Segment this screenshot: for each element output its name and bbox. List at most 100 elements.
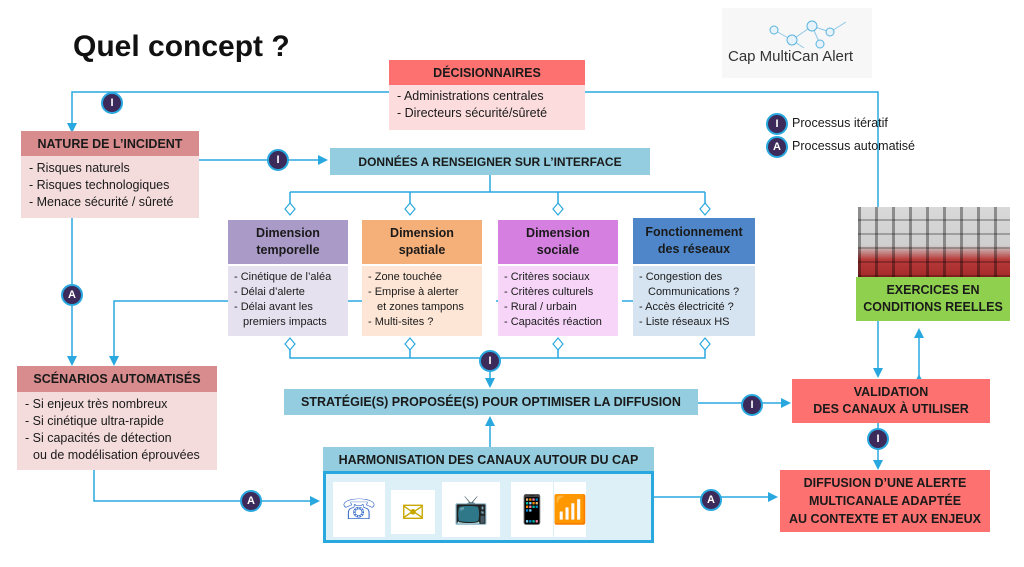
decisionnaires-header: DÉCISIONNAIRES [389, 60, 585, 85]
list-item: - Congestion des [639, 271, 723, 283]
list-item: et zones tampons [377, 301, 464, 313]
dimension-sociale-box: Dimension sociale - Critères sociaux - C… [498, 220, 618, 336]
line-decision-to-nature [67, 91, 389, 133]
iterative-badge-icon: I [479, 350, 501, 372]
channels-panel: ☏ ✉ 📺 📱 📶 [323, 471, 654, 543]
header-line: AU CONTEXTE ET AUX ENJEUX [789, 512, 981, 526]
header-line: temporelle [256, 243, 320, 257]
automated-badge-icon: A [766, 136, 788, 158]
scenarios-box: SCÉNARIOS AUTOMATISÉS - Si enjeux très n… [17, 366, 217, 470]
iterative-badge-icon: I [867, 428, 889, 450]
list-item: - Risques naturels [29, 161, 130, 175]
page-title: Quel concept ? [73, 30, 290, 63]
iterative-badge-icon: I [101, 92, 123, 114]
nature-incident-header: NATURE DE L’INCIDENT [21, 131, 199, 156]
validation-box: VALIDATION DES CANAUX À UTILISER [792, 379, 990, 423]
diamond-connector [284, 337, 296, 351]
list-item: - Si enjeux très nombreux [25, 397, 168, 411]
legend-iterative-label: Processus itératif [792, 116, 888, 130]
list-item: - Délai d’alerte [234, 286, 305, 298]
legend-automated-label: Processus automatisé [792, 139, 915, 153]
line-donnees-to-dims [289, 175, 706, 207]
automated-badge-icon: A [61, 284, 83, 306]
header-line: EXERCICES EN [886, 283, 980, 297]
header-line: CONDITIONS REELLES [863, 300, 1003, 314]
line-scenarios-to-harmonisation [93, 470, 320, 506]
nature-incident-list: - Risques naturels - Risques technologiq… [21, 156, 199, 218]
list-item: - Critères culturels [504, 286, 594, 298]
dimension-header: Dimension spatiale [362, 220, 482, 264]
list-item: - Rural / urbain [504, 301, 577, 313]
scenarios-header: SCÉNARIOS AUTOMATISÉS [17, 366, 217, 392]
list-item: - Si capacités de détection [25, 431, 172, 445]
automated-badge-icon: A [700, 489, 722, 511]
dimension-list: - Critères sociaux - Critères culturels … [498, 266, 618, 336]
header-line: DIFFUSION D’UNE ALERTE [803, 476, 967, 490]
phone-handset-icon: ☏ [333, 482, 385, 537]
iterative-badge-icon: I [267, 149, 289, 171]
list-item: - Zone touchée [368, 271, 442, 283]
scenarios-list: - Si enjeux très nombreux - Si cinétique… [17, 392, 217, 470]
harmonisation-header: HARMONISATION DES CANAUX AUTOUR DU CAP [323, 447, 654, 473]
header-line: MULTICANALE ADAPTÉE [808, 494, 962, 508]
fonctionnement-reseaux-box: Fonctionnement des réseaux - Congestion … [633, 218, 755, 336]
wifi-access-point-icon: 📶 [553, 482, 587, 537]
diffusion-box: DIFFUSION D’UNE ALERTE MULTICANALE ADAPT… [780, 470, 990, 532]
list-item: - Multi-sites ? [368, 316, 434, 328]
dimension-header: Dimension temporelle [228, 220, 348, 264]
header-line: sociale [536, 243, 580, 257]
iterative-badge-icon: I [741, 394, 763, 416]
list-item: ou de modélisation éprouvées [33, 448, 200, 462]
header-line: des réseaux [657, 242, 731, 256]
automated-badge-icon: A [240, 490, 262, 512]
tv-radio-icon: 📺 [442, 482, 500, 537]
decisionnaires-list: - Administrations centrales - Directeurs… [389, 85, 585, 130]
list-item: Communications ? [648, 286, 740, 298]
diamond-connector [552, 202, 564, 216]
header-line: VALIDATION [853, 385, 929, 399]
header-line: Dimension [256, 226, 320, 240]
iterative-badge-icon: I [766, 113, 788, 135]
list-item: - Menace sécurité / sûreté [29, 195, 174, 209]
header-line: Fonctionnement [645, 225, 743, 239]
line-decision-to-exercices [585, 91, 879, 207]
exercices-header: EXERCICES EN CONDITIONS REELLES [856, 277, 1010, 321]
network-logo-icon [769, 20, 847, 49]
dimension-header: Fonctionnement des réseaux [633, 218, 755, 264]
header-line: Dimension [390, 226, 454, 240]
dimension-temporelle-box: Dimension temporelle - Cinétique de l’al… [228, 220, 348, 336]
nature-incident-box: NATURE DE L’INCIDENT - Risques naturels … [21, 131, 199, 218]
dimension-spatiale-box: Dimension spatiale - Zone touchée - Empr… [362, 220, 482, 336]
cap-multican-alert-logo: Cap MultiCan Alert [722, 8, 872, 78]
list-item: - Liste réseaux HS [639, 316, 730, 328]
list-item: - Délai avant les [234, 301, 313, 313]
diamond-connector [699, 202, 711, 216]
envelope-icon: ✉ [391, 490, 435, 534]
diamond-connector [404, 202, 416, 216]
dimension-list: - Congestion des Communications ? - Accè… [633, 266, 755, 336]
diamond-connector [284, 202, 296, 216]
header-line: DES CANAUX À UTILISER [813, 402, 969, 416]
diamond-connector [699, 337, 711, 351]
list-item: - Capacités réaction [504, 316, 602, 328]
diamond-connector [404, 337, 416, 351]
line-dim-to-scenarios [109, 300, 228, 366]
list-item: - Risques technologiques [29, 178, 170, 192]
list-item: - Si cinétique ultra-rapide [25, 414, 164, 428]
diamond-connector [552, 337, 564, 351]
list-item: - Emprise à alerter [368, 286, 459, 298]
logo-text: Cap MultiCan Alert [728, 48, 854, 65]
decisionnaires-box: DÉCISIONNAIRES - Administrations central… [389, 60, 585, 130]
strategie-header: STRATÉGIE(S) PROPOSÉE(S) POUR OPTIMISER … [284, 389, 698, 415]
smartphone-wireless-icon: 📱 [511, 482, 553, 537]
dimension-header: Dimension sociale [498, 220, 618, 264]
exercise-crowd-photo [858, 207, 1010, 277]
list-item: premiers impacts [243, 316, 327, 328]
dimension-list: - Zone touchée - Emprise à alerter et zo… [362, 266, 482, 336]
header-line: Dimension [526, 226, 590, 240]
list-item: - Administrations centrales [397, 89, 544, 103]
list-item: - Cinétique de l’aléa [234, 271, 332, 283]
list-item: - Directeurs sécurité/sûreté [397, 106, 548, 120]
list-item: - Accès électricité ? [639, 301, 734, 313]
